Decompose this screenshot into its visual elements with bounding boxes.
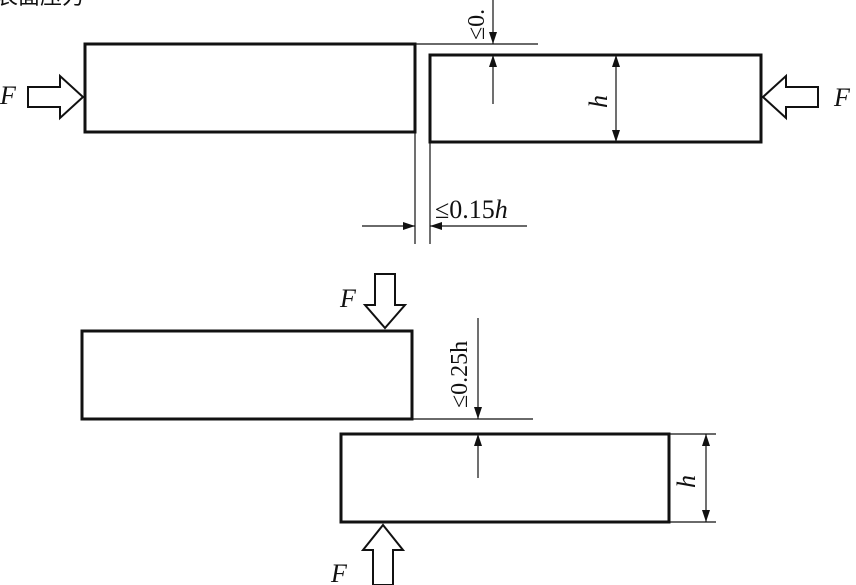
force-arrow-left-icon	[27, 73, 85, 121]
right-block-bottom	[339, 432, 671, 524]
dimension-arrowhead	[474, 434, 482, 446]
dimension-arrowhead	[612, 130, 620, 142]
offset-bottom-label: ≤0.25h	[447, 341, 473, 408]
force-label-up: F	[330, 559, 348, 585]
force-label-left: F	[0, 81, 17, 110]
force-label-right: F	[833, 83, 851, 112]
left-block-top	[83, 42, 417, 134]
dimension-arrowhead	[612, 55, 620, 67]
force-arrow-right-icon	[761, 73, 819, 121]
offset-top-label: ≤0.	[464, 9, 490, 40]
height-label-top: h	[584, 95, 613, 108]
dimension-arrowhead	[474, 407, 482, 419]
dimension-arrowhead	[403, 222, 415, 230]
dimension-arrowhead	[489, 55, 497, 67]
bottom-figure: ≤0.25h h F F	[80, 273, 716, 585]
header-text: 表面压力	[0, 0, 84, 10]
force-arrow-down-icon	[362, 273, 408, 330]
dimension-arrowhead	[430, 222, 442, 230]
left-block-bottom	[80, 329, 414, 421]
dimension-arrowhead	[489, 32, 497, 44]
top-figure: ≤0. h ≤0.15h F F	[0, 0, 851, 244]
force-label-down: F	[339, 284, 357, 313]
height-label-bottom: h	[672, 475, 701, 488]
force-arrow-up-icon	[360, 523, 406, 585]
dimension-arrowhead	[702, 434, 710, 446]
gap-horizontal-label: ≤0.15h	[435, 195, 508, 224]
right-block-top	[428, 53, 763, 144]
dimension-arrowhead	[702, 510, 710, 522]
